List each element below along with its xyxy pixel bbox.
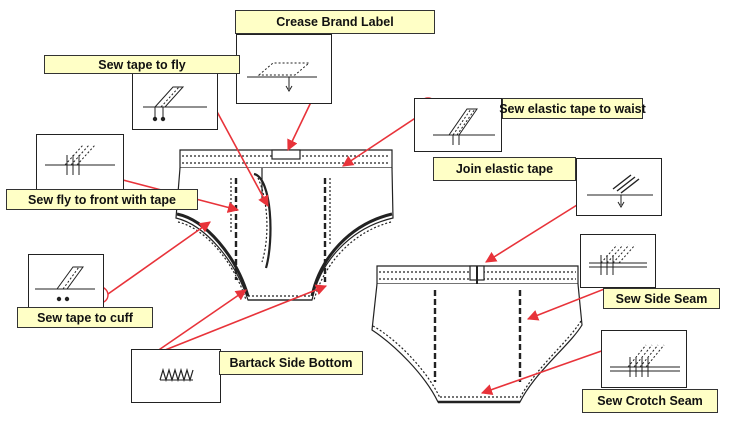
sew-side-seam-title: Sew Side Seam [603,288,720,309]
front-brief-drawing [175,149,394,301]
sew-crotch-seam-title: Sew Crotch Seam [582,389,718,413]
folded-label-icon [247,62,317,92]
crotch-seam-stitch-icon [610,344,680,377]
back-brief-drawing [371,265,583,404]
join-elastic-stitch-box [576,158,662,216]
sew-side-seam-stitch-box [580,234,656,288]
sew-fly-stitch-box [36,134,124,192]
tape-stitch-icon [143,86,207,122]
cuff-stitch-icon [35,266,95,302]
sew-fly-to-front-with-tape-title: Sew fly to front with tape [6,189,198,210]
sew-elastic-tape-to-waist-title: Sew elastic tape to waist [499,98,646,119]
sew-tape-to-fly-stitch-box [132,72,218,130]
sew-tape-to-cuff-stitch-box [28,254,104,308]
bartack-stitch-box [131,349,221,403]
fly-stitch-icon [45,144,115,175]
sew-elastic-waist-stitch-box [414,98,502,152]
crease-brand-label-title: Crease Brand Label [235,10,435,34]
elastic-stitch-icon [433,108,495,145]
sew-crotch-seam-stitch-box [601,330,687,388]
crease-brand-label-stitch-box [236,34,332,104]
join-elastic-tape-title: Join elastic tape [433,157,576,181]
pointer-arrows [107,94,641,395]
bartack-side-bottom-title: Bartack Side Bottom [219,351,363,375]
side-seam-stitch-icon [589,244,647,275]
sew-tape-to-fly-title: Sew tape to fly [44,55,240,74]
sew-tape-to-cuff-title: Sew tape to cuff [17,307,153,328]
join-stitch-icon [587,174,653,208]
bartack-zigzag-icon [159,367,194,383]
